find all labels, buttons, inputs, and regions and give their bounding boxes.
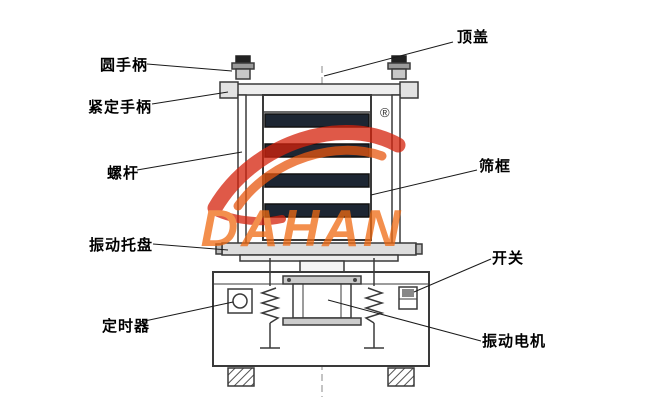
watermark: DAHAN — [201, 125, 406, 258]
sieve-bands — [264, 113, 370, 218]
label-vibration-tray: 振动托盘 — [89, 237, 154, 254]
watermark-swoosh-inner — [233, 145, 387, 211]
label-screw-rod: 螺杆 — [107, 165, 140, 182]
label-top-cover: 顶盖 — [457, 29, 490, 46]
leader-round-handle — [146, 63, 233, 72]
watermark-swoosh-tail — [208, 206, 286, 226]
vibration-motor-part — [282, 275, 362, 326]
suspension-springs — [259, 258, 385, 349]
leader-timer — [139, 301, 234, 323]
round-handle-left — [231, 55, 255, 80]
label-switch: 开关 — [492, 250, 525, 267]
leader-screw-rod — [136, 151, 243, 171]
label-tightening-handle: 紧定手柄 — [88, 99, 153, 116]
label-timer: 定时器 — [102, 318, 151, 335]
label-round-handle: 圆手柄 — [100, 57, 149, 74]
round-handle-right — [387, 55, 411, 80]
registered-mark: ® — [380, 105, 390, 120]
machine-feet — [227, 367, 415, 387]
leader-switch — [413, 258, 492, 293]
label-sieve-frame: 筛框 — [479, 158, 512, 175]
power-switch — [398, 286, 418, 310]
watermark-swoosh — [207, 125, 406, 216]
timer-dial — [227, 288, 253, 314]
watermark-text: DAHAN — [201, 200, 404, 258]
leader-vibration-tray — [152, 243, 229, 251]
leader-lines — [136, 41, 492, 342]
leader-sieve-frame — [370, 169, 478, 196]
leader-tightening-handle — [151, 91, 229, 105]
label-vibration-motor: 振动电机 — [482, 333, 547, 350]
leader-vibration-motor — [327, 299, 482, 342]
vibration-tray — [215, 242, 423, 273]
leader-top-cover — [323, 41, 454, 77]
